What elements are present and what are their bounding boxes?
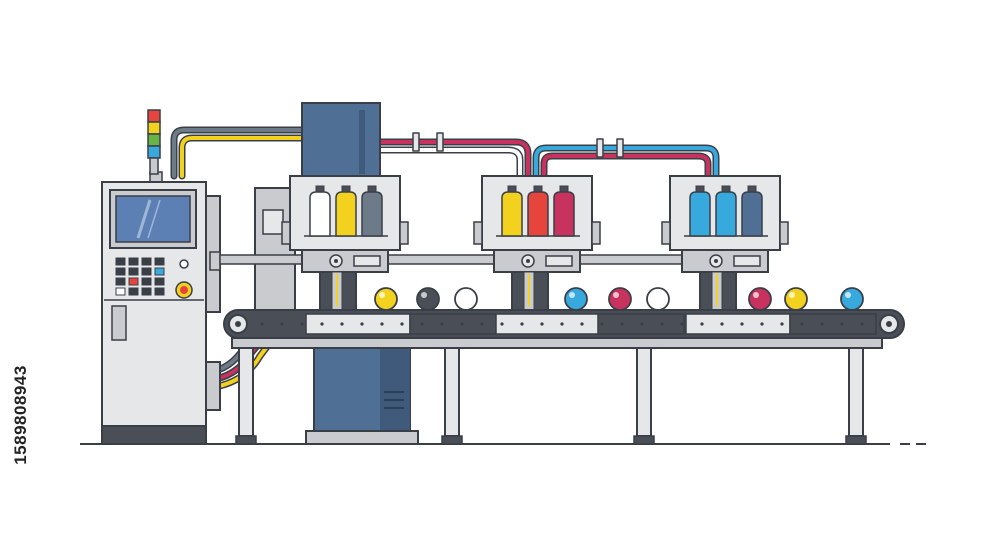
product-ball [784, 287, 808, 311]
belt-plate [495, 313, 601, 335]
signal-light-3 [147, 133, 161, 147]
keypad-key [141, 267, 152, 276]
product-ball [748, 287, 772, 311]
conveyor-leg [238, 347, 254, 437]
signal-light-2 [147, 121, 161, 135]
keypad-key [141, 277, 152, 286]
product-ball [454, 287, 478, 311]
product-ball [646, 287, 670, 311]
product-ball [608, 287, 632, 311]
ink-cartridge [553, 191, 575, 237]
pipe-magenta-2 [542, 154, 710, 178]
keypad-key [115, 267, 126, 276]
ink-cartridge [309, 191, 331, 237]
product-ball [374, 287, 398, 311]
keypad-key [128, 267, 139, 276]
keypad-key [154, 267, 165, 276]
ink-cartridge [501, 191, 523, 237]
keypad-key [115, 257, 126, 266]
signal-tower [147, 109, 161, 175]
ink-cartridge [361, 191, 383, 237]
ink-cartridge [741, 191, 763, 237]
signal-light-1 [147, 109, 161, 123]
keypad-key [141, 257, 152, 266]
keypad-key [154, 277, 165, 286]
product-ball [840, 287, 864, 311]
keypad-key [115, 277, 126, 286]
control-screen [115, 195, 191, 243]
product-ball [564, 287, 588, 311]
stock-id-label: 1589808943 [6, 300, 36, 530]
control-keypad [115, 257, 165, 296]
signal-light-4 [147, 145, 161, 159]
central-column [254, 102, 419, 445]
product-ball [416, 287, 440, 311]
control-cabinet [101, 109, 221, 445]
conveyor-leg [444, 347, 460, 437]
keypad-key [128, 287, 139, 296]
conveyor-leg [848, 347, 864, 437]
station-2 [473, 175, 601, 311]
keypad-key [128, 257, 139, 266]
print-stations [281, 175, 789, 311]
drive-rail [219, 254, 741, 265]
keypad-key [154, 287, 165, 296]
pipe-cyan [534, 146, 718, 178]
keypad-key [154, 257, 165, 266]
keypad-key [128, 277, 139, 286]
conveyor-belt [223, 309, 905, 349]
keypad-key [141, 287, 152, 296]
stock-id-text: 1589808943 [11, 365, 30, 465]
ink-cartridge [335, 191, 357, 237]
conveyor-legs [235, 347, 867, 445]
keypad-key [115, 287, 126, 296]
belt-plate [789, 313, 877, 335]
conveyor-leg [636, 347, 652, 437]
ink-cartridge [715, 191, 737, 237]
ink-cartridge [527, 191, 549, 237]
product-balls [374, 287, 864, 311]
ink-cartridge [689, 191, 711, 237]
station-3 [661, 175, 789, 311]
station-1 [281, 175, 409, 311]
